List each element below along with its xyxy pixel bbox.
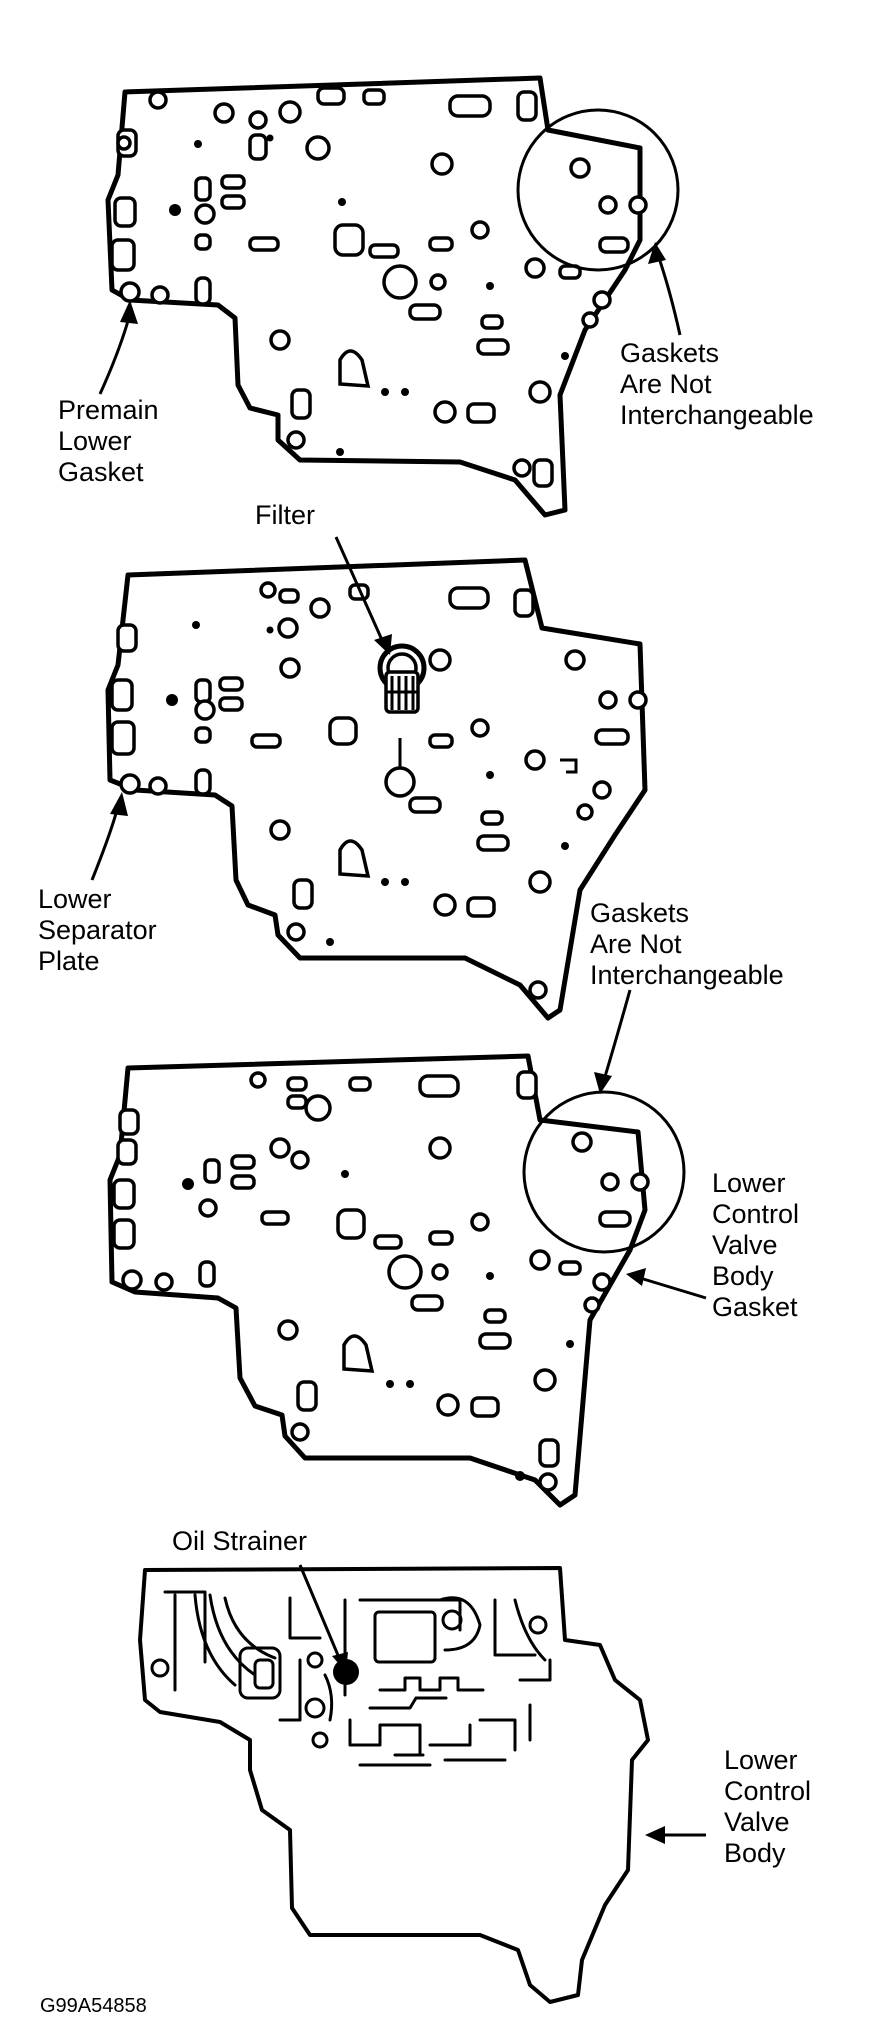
highlight-circle-1 [516, 108, 680, 272]
filter-component [377, 643, 427, 714]
valve-body-channels [150, 1590, 552, 1767]
label-premain-lower-gasket: Premain Lower Gasket [58, 395, 159, 487]
lower-control-valve-body-part [138, 1566, 650, 2004]
highlight-circle-2 [522, 1090, 686, 1254]
lower-separator-plate-part [105, 557, 648, 1021]
label-oil-strainer: Oil Strainer [172, 1526, 308, 1556]
label-lower-control-valve-body-gasket: Lower Control Valve Body Gasket [712, 1168, 800, 1322]
label-gaskets-not-interchangeable-top: Gaskets Are Not Interchangeable [620, 338, 814, 430]
gasket-1-holes [110, 86, 648, 488]
label-lower-control-valve-body: Lower Control Valve Body [724, 1745, 812, 1868]
premain-lower-gasket-part [105, 75, 680, 518]
leader-lines [90, 242, 707, 1844]
lower-control-valve-body-gasket-part [107, 1053, 686, 1508]
valve-body-gasket-holes [112, 1070, 650, 1492]
label-lower-separator-plate: Lower Separator Plate [38, 884, 157, 976]
figure-code: G99A54858 [40, 1995, 147, 2017]
separator-plate-holes [110, 581, 648, 1000]
label-filter: Filter [255, 500, 315, 530]
label-gaskets-not-interchangeable-middle: Gaskets Are Not Interchangeable [590, 898, 784, 990]
